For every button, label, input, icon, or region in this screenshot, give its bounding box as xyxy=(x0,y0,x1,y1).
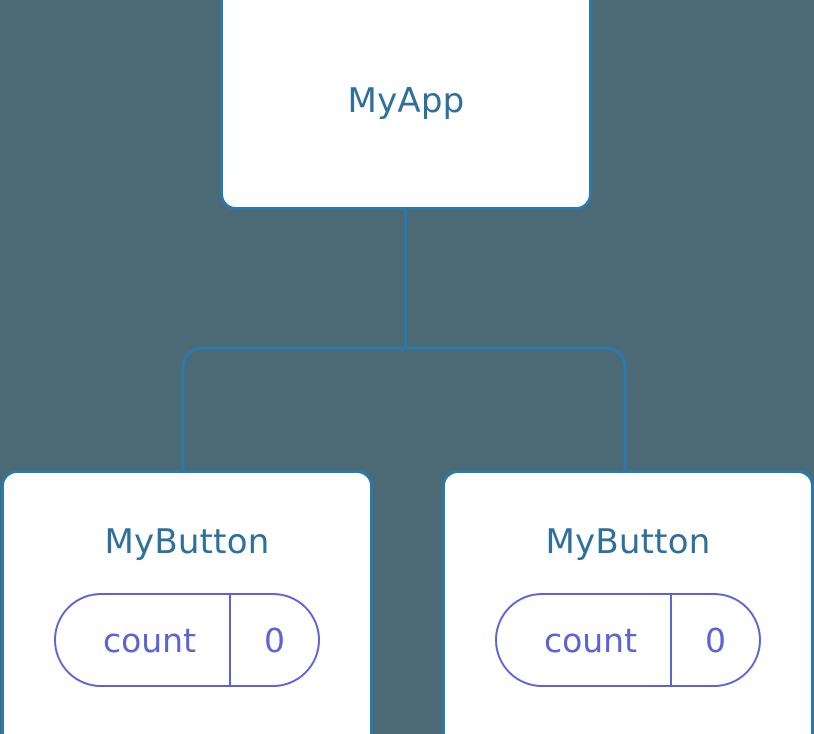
state-pill-divider xyxy=(670,595,672,685)
connector-to-left-child xyxy=(181,346,406,472)
state-pill-key: count xyxy=(102,620,197,660)
state-pill-count-right[interactable]: count 0 xyxy=(495,593,761,687)
node-myapp[interactable]: MyApp xyxy=(220,0,592,210)
node-mybutton-left[interactable]: MyButton count 0 xyxy=(1,470,373,734)
state-pill-key: count xyxy=(543,620,638,660)
state-pill-divider xyxy=(229,595,231,685)
state-pill-value: 0 xyxy=(705,620,726,660)
state-pill-value: 0 xyxy=(264,620,285,660)
node-myapp-label: MyApp xyxy=(347,81,465,121)
node-mybutton-right[interactable]: MyButton count 0 xyxy=(442,470,814,734)
node-mybutton-right-label: MyButton xyxy=(545,522,711,562)
connector-to-right-child xyxy=(405,346,627,472)
state-pill-count-left[interactable]: count 0 xyxy=(54,593,320,687)
node-mybutton-left-label: MyButton xyxy=(104,522,270,562)
